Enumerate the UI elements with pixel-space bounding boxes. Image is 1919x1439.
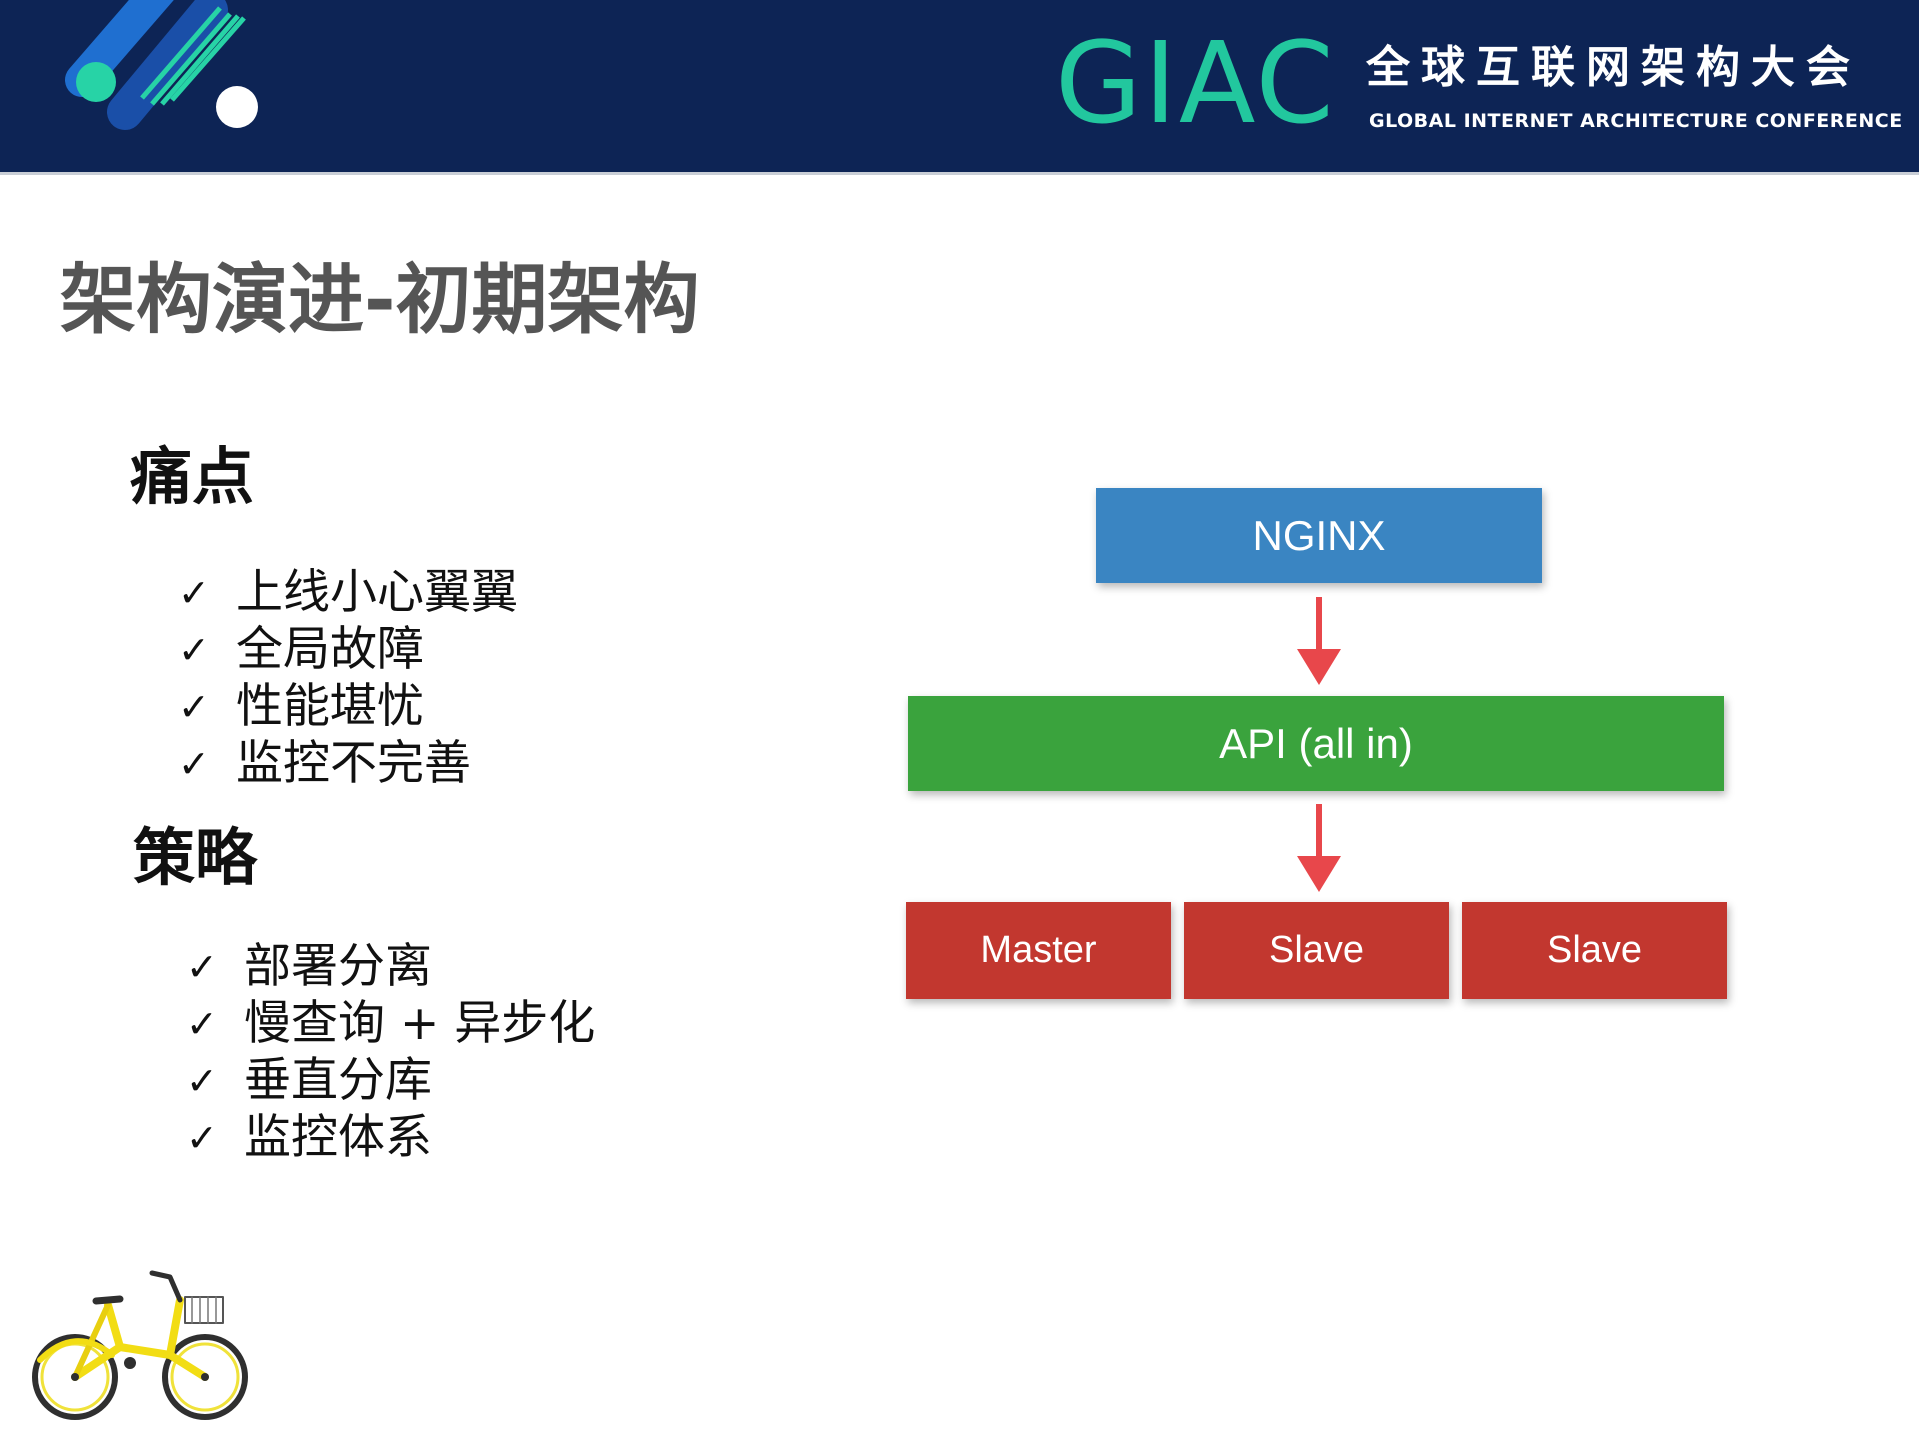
check-icon: ✓ xyxy=(186,1115,218,1160)
check-icon: ✓ xyxy=(178,627,210,672)
slide-title: 架构演进-初期架构 xyxy=(60,255,700,344)
list-item: ✓ 监控不完善 xyxy=(178,735,518,792)
list-item: ✓ 全局故障 xyxy=(178,621,518,678)
conference-name-en: GLOBAL INTERNET ARCHITECTURE CONFERENCE xyxy=(1369,110,1903,132)
list-item: ✓ 上线小心翼翼 xyxy=(178,564,518,621)
architecture-diagram: NGINX API (all in) Master Slave Slave xyxy=(860,450,1760,1050)
check-icon: ✓ xyxy=(178,741,210,786)
check-icon: ✓ xyxy=(178,570,210,615)
pain-point-text: 全局故障 xyxy=(236,622,424,677)
list-item: ✓ 慢查询 + 异步化 xyxy=(186,995,595,1052)
pain-points-heading: 痛点 xyxy=(130,440,255,513)
list-item: ✓ 垂直分库 xyxy=(186,1052,595,1109)
pain-point-text: 性能堪忧 xyxy=(236,679,424,734)
conference-name-cn: 全球互联网架构大会 xyxy=(1366,42,1861,93)
check-icon: ✓ xyxy=(178,684,210,729)
strategy-heading: 策略 xyxy=(133,821,258,894)
slave-db-node: Slave xyxy=(1184,902,1449,999)
bicycle-icon xyxy=(32,1270,248,1420)
master-db-node: Master xyxy=(906,902,1171,999)
strategy-text: 部署分离 xyxy=(244,939,432,994)
strategy-text: 监控体系 xyxy=(244,1110,432,1165)
giac-logo-icon xyxy=(65,0,258,130)
strategy-text: 垂直分库 xyxy=(244,1053,432,1108)
pain-point-text: 上线小心翼翼 xyxy=(236,565,518,620)
slave-db-node: Slave xyxy=(1462,902,1727,999)
strategy-text: 慢查询 + 异步化 xyxy=(244,996,596,1051)
pain-points-list: ✓ 上线小心翼翼 ✓ 全局故障 ✓ 性能堪忧 ✓ 监控不完善 xyxy=(178,564,518,792)
pain-point-text: 监控不完善 xyxy=(236,736,471,791)
check-icon: ✓ xyxy=(186,1001,218,1046)
list-item: ✓ 部署分离 xyxy=(186,938,595,995)
down-arrow-icon xyxy=(1297,597,1341,685)
nginx-node: NGINX xyxy=(1096,488,1542,583)
check-icon: ✓ xyxy=(186,944,218,989)
list-item: ✓ 监控体系 xyxy=(186,1109,595,1166)
check-icon: ✓ xyxy=(186,1058,218,1103)
list-item: ✓ 性能堪忧 xyxy=(178,678,518,735)
api-node: API (all in) xyxy=(908,696,1724,791)
header-banner: GIAC 全球互联网架构大会 GLOBAL INTERNET ARCHITECT… xyxy=(0,0,1919,175)
strategy-list: ✓ 部署分离 ✓ 慢查询 + 异步化 ✓ 垂直分库 ✓ 监控体系 xyxy=(186,938,595,1166)
down-arrow-icon xyxy=(1297,804,1341,892)
giac-wordmark: GIAC xyxy=(1055,19,1336,149)
